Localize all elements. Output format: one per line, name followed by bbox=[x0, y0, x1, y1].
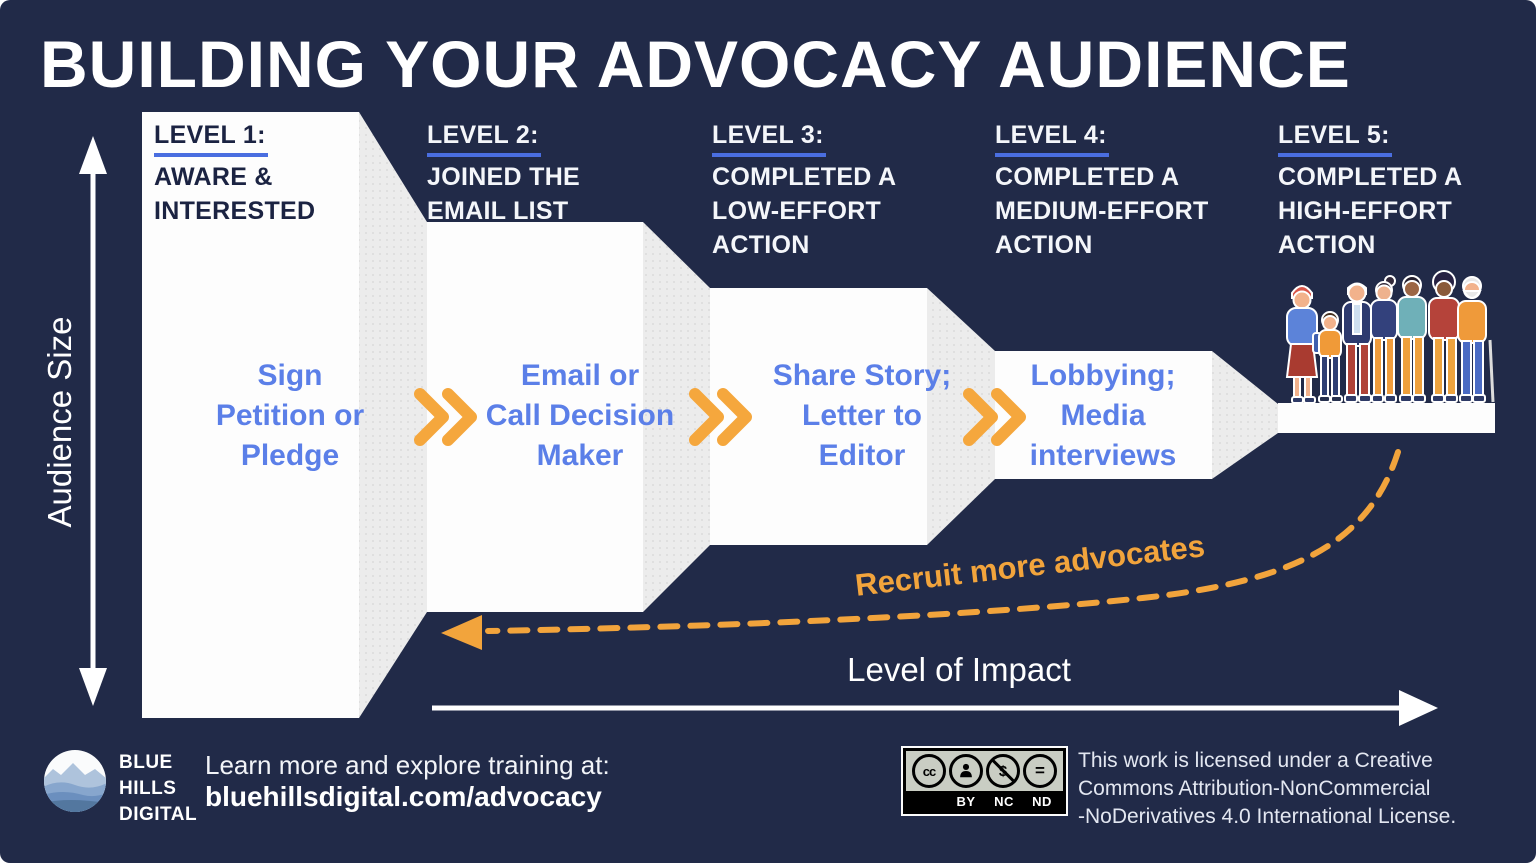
impact-axis-arrow bbox=[432, 690, 1438, 726]
cc-nd-icon: = bbox=[1023, 754, 1057, 788]
cc-nc-label: NC bbox=[994, 793, 1014, 809]
y-axis-label: Audience Size bbox=[41, 316, 78, 528]
page-title: BUILDING YOUR ADVOCACY AUDIENCE bbox=[40, 27, 1351, 101]
level-5-line: HIGH-EFFORT bbox=[1278, 197, 1453, 225]
action-line: Share Story; bbox=[772, 359, 952, 392]
cc-license-badge: cc $ = BY NC ND bbox=[903, 748, 1066, 814]
level-4-label: LEVEL 4: COMPLETED A MEDIUM-EFFORT ACTIO… bbox=[995, 118, 1209, 262]
level-4-action: Lobbying; Media interviews bbox=[975, 356, 1231, 476]
action-line: Petition or bbox=[215, 399, 365, 432]
level-5-platform bbox=[1278, 403, 1495, 433]
arrowhead-left-icon bbox=[441, 615, 482, 650]
chevron-right-icon bbox=[414, 388, 449, 446]
chevron-right-icon bbox=[991, 388, 1026, 446]
chevron-right-icon bbox=[717, 388, 752, 446]
level-2-line: EMAIL LIST bbox=[427, 197, 569, 225]
level-1-action: Sign Petition or Pledge bbox=[165, 356, 415, 476]
cc-nc-icon: $ bbox=[986, 754, 1020, 788]
funnel-blocks bbox=[142, 112, 1495, 718]
audience-size-arrow bbox=[79, 136, 107, 706]
level-3-line: ACTION bbox=[712, 231, 810, 259]
level-1-heading: LEVEL 1: bbox=[154, 118, 268, 157]
stage-chevrons bbox=[414, 388, 1026, 446]
level-2-label: LEVEL 2: JOINED THE EMAIL LIST bbox=[427, 118, 580, 228]
action-line: Editor bbox=[818, 439, 906, 472]
recruit-arrow bbox=[441, 449, 1401, 650]
action-line: Media bbox=[1060, 399, 1146, 432]
cc-badge-icons: cc $ = bbox=[906, 751, 1063, 791]
connector-1-2 bbox=[359, 112, 427, 718]
x-axis-label: Level of Impact bbox=[847, 651, 1071, 688]
license-line: This work is licensed under a Creative bbox=[1078, 749, 1433, 772]
brand-wordmark: BLUE HILLS DIGITAL bbox=[119, 750, 197, 828]
level-2-heading: LEVEL 2: bbox=[427, 118, 541, 157]
level-5-line: COMPLETED A bbox=[1278, 163, 1463, 191]
level-4-line: ACTION bbox=[995, 231, 1093, 259]
learn-more-text: Learn more and explore training at: bbox=[205, 750, 610, 780]
level-1-line: INTERESTED bbox=[154, 197, 316, 225]
level-1-line: AWARE & bbox=[154, 163, 273, 191]
website-url: bluehillsdigital.com/advocacy bbox=[205, 781, 602, 812]
cc-icon: cc bbox=[912, 754, 946, 788]
level-3-heading: LEVEL 3: bbox=[712, 118, 826, 157]
chevron-right-icon bbox=[442, 388, 477, 446]
level-4-block bbox=[995, 351, 1212, 479]
action-line: interviews bbox=[1029, 439, 1177, 472]
cc-nd-label: ND bbox=[1032, 793, 1052, 809]
chevron-right-icon bbox=[963, 388, 998, 446]
action-line: Sign bbox=[257, 359, 323, 392]
action-line: Pledge bbox=[240, 439, 340, 472]
license-text: This work is licensed under a Creative C… bbox=[1078, 747, 1518, 831]
level-4-line: MEDIUM-EFFORT bbox=[995, 197, 1209, 225]
brand-line: DIGITAL bbox=[119, 804, 198, 825]
connector-4-5 bbox=[1212, 351, 1278, 479]
blue-hills-digital-logo-icon bbox=[44, 750, 106, 812]
chevron-right-icon bbox=[689, 388, 724, 446]
connector-2-3 bbox=[643, 222, 710, 612]
action-line: Email or bbox=[520, 359, 640, 392]
cc-badge-labels: BY NC ND bbox=[906, 791, 1063, 811]
brand-line: BLUE bbox=[119, 752, 173, 773]
brand-line: HILLS bbox=[119, 778, 177, 799]
level-2-line: JOINED THE bbox=[427, 163, 581, 191]
action-line: Letter to bbox=[802, 399, 922, 432]
connector-3-4 bbox=[927, 288, 995, 545]
level-3-action: Share Story; Letter to Editor bbox=[734, 356, 990, 476]
level-5-heading: LEVEL 5: bbox=[1278, 118, 1392, 157]
level-4-heading: LEVEL 4: bbox=[995, 118, 1109, 157]
people-illustration bbox=[1285, 270, 1495, 404]
level-3-line: LOW-EFFORT bbox=[712, 197, 882, 225]
action-line: Maker bbox=[536, 439, 624, 472]
action-line: Lobbying; bbox=[1030, 359, 1176, 392]
level-3-label: LEVEL 3: COMPLETED A LOW-EFFORT ACTION bbox=[712, 118, 896, 262]
level-1-label: LEVEL 1: AWARE & INTERESTED bbox=[154, 118, 315, 228]
level-3-line: COMPLETED A bbox=[712, 163, 897, 191]
level-5-label: LEVEL 5: COMPLETED A HIGH-EFFORT ACTION bbox=[1278, 118, 1462, 262]
level-4-line: COMPLETED A bbox=[995, 163, 1180, 191]
action-line: Call Decision bbox=[485, 399, 675, 432]
cc-by-icon bbox=[949, 754, 983, 788]
cc-by-label: BY bbox=[956, 793, 976, 809]
level-2-action: Email or Call Decision Maker bbox=[452, 356, 708, 476]
license-line: Commons Attribution-NonCommercial bbox=[1078, 777, 1431, 800]
level-5-line: ACTION bbox=[1278, 231, 1376, 259]
license-line: -NoDerivatives 4.0 International License… bbox=[1078, 805, 1457, 828]
level-1-block bbox=[142, 112, 359, 718]
